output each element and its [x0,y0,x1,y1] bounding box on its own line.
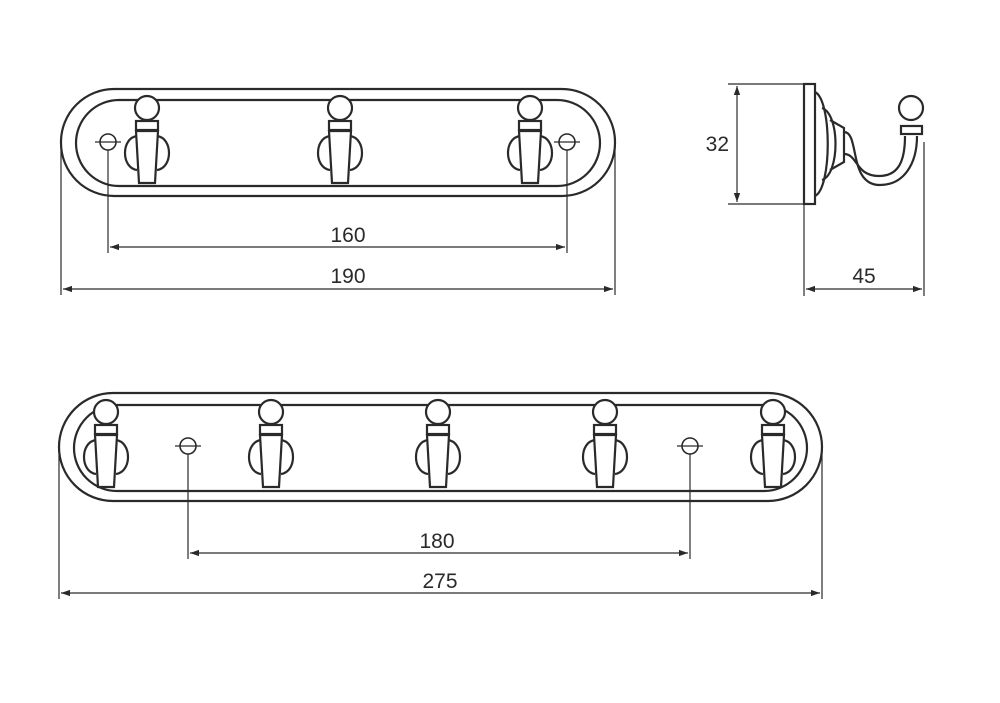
dimension-label: 45 [852,265,875,288]
dimension-label: 160 [330,224,365,247]
mounting-hole [677,437,703,455]
mounting-hole [554,133,580,151]
hook-front [506,94,554,185]
dimension-five-hook-length: 275 [58,446,823,599]
hook-front [82,398,130,489]
hook-front [247,398,295,489]
dimension-label: 275 [422,570,457,593]
dimension-label: 32 [706,133,729,156]
dimension-five-hook-holes: 180 [187,454,691,559]
mounting-hole [95,133,121,151]
dimension-three-hook-holes: 160 [107,150,568,253]
hook-front [414,398,462,489]
three-hook-rail [59,87,617,198]
hook-front [123,94,171,185]
hook-side-view [802,82,925,206]
dimension-depth-projection: 45 [803,142,925,296]
mounting-hole [175,437,201,455]
five-hook-rail [57,391,824,503]
hook-front [316,94,364,185]
dimension-label: 190 [330,265,365,288]
dimension-three-hook-length: 190 [60,142,616,295]
hook-front [749,398,797,489]
dimension-label: 180 [419,530,454,553]
hook-front [581,398,629,489]
dimension-depth-height: 32 [706,83,815,205]
